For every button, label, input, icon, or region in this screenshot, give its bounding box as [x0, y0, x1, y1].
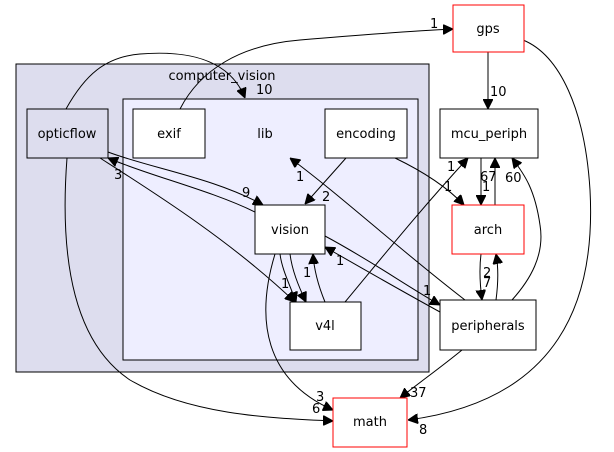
node-mcu-periph[interactable]: mcu_periph	[439, 108, 539, 159]
node-arch[interactable]: arch	[451, 204, 525, 255]
edge-label-mcu-arch-67: 67	[480, 170, 497, 185]
node-encoding-label: encoding	[336, 127, 396, 142]
node-v4l-label: v4l	[315, 319, 335, 334]
edge-label-vision-1: 1	[336, 254, 344, 269]
edge-label-encoding-vision: 2	[322, 190, 330, 205]
edge-label-arch-2: 2	[483, 266, 491, 281]
edge-arch-peripherals	[480, 253, 482, 300]
edge-label-v4l-1a: 1	[281, 277, 289, 292]
edge-vision-math	[265, 253, 333, 410]
edge-label-opticflow-back: 3	[114, 168, 122, 183]
node-exif-label: exif	[157, 127, 181, 142]
node-opticflow-label: opticflow	[38, 127, 97, 142]
edge-v4l-vision	[313, 254, 326, 303]
node-gps[interactable]: gps	[452, 4, 525, 53]
edge-label-opticflow-vision: 9	[242, 186, 250, 201]
node-encoding[interactable]: encoding	[324, 108, 408, 159]
edge-label-lib-in: 10	[256, 83, 273, 98]
node-vision[interactable]: vision	[254, 204, 326, 255]
edge-encoding-arch	[394, 157, 464, 205]
node-v4l[interactable]: v4l	[289, 301, 362, 351]
edge-label-gps-in: 1	[430, 17, 438, 32]
node-gps-label: gps	[476, 22, 500, 37]
edge-peripherals-arch	[496, 254, 498, 301]
edge-label-mcu-from-v4l: 1	[447, 160, 455, 175]
node-peripherals[interactable]: peripherals	[439, 299, 537, 351]
edge-opticflow-vision	[107, 151, 263, 205]
edge-label-arch-7: 7	[483, 276, 491, 291]
cluster-lib-label: lib	[257, 127, 272, 142]
edge-encoding-vision	[305, 157, 347, 204]
edge-label-math-8: 8	[419, 423, 427, 438]
edge-label-math-3: 3	[316, 390, 324, 405]
edge-label-lib-from-peripherals: 1	[296, 170, 304, 185]
edge-peripherals-math	[400, 349, 463, 398]
edge-label-mcu-arch-1: 1	[482, 180, 490, 195]
edge-label-encoding-arch: 1	[444, 180, 452, 195]
edge-opticflow-v4l	[99, 157, 295, 302]
edge-gps-math	[408, 39, 592, 420]
edge-label-mcu-60: 60	[505, 171, 522, 186]
edge-exif-gps	[179, 29, 453, 110]
edge-vision-opticflow	[108, 158, 256, 213]
edge-v4l-mcu	[344, 158, 468, 303]
node-exif[interactable]: exif	[132, 108, 206, 159]
node-peripherals-label: peripherals	[451, 319, 525, 334]
edge-label-v4l-1b: 1	[303, 266, 311, 281]
edge-peripherals-lib	[290, 158, 466, 301]
node-opticflow[interactable]: opticflow	[26, 108, 109, 159]
edge-label-gps-mcu: 10	[490, 85, 507, 100]
node-math[interactable]: math	[332, 397, 408, 448]
edge-peripherals-vision	[325, 247, 441, 313]
edge-vision-peripherals	[324, 235, 440, 305]
edge-label-math-37: 37	[410, 386, 427, 401]
node-mcu-periph-label: mcu_periph	[451, 127, 527, 142]
cluster-computer-vision-label: computer_vision	[168, 69, 275, 84]
node-vision-label: vision	[271, 223, 309, 238]
edge-vision-v4l-b	[279, 253, 296, 302]
edge-peripherals-mcu	[512, 158, 542, 301]
node-math-label: math	[353, 415, 387, 430]
edge-label-peripherals-1: 1	[423, 284, 431, 299]
edge-vision-v4l-a	[289, 253, 306, 302]
edge-opticflow-math	[64, 157, 333, 421]
edge-opticflow-lib	[65, 52, 245, 110]
node-arch-label: arch	[474, 223, 502, 238]
edge-label-math-6: 6	[312, 402, 320, 417]
